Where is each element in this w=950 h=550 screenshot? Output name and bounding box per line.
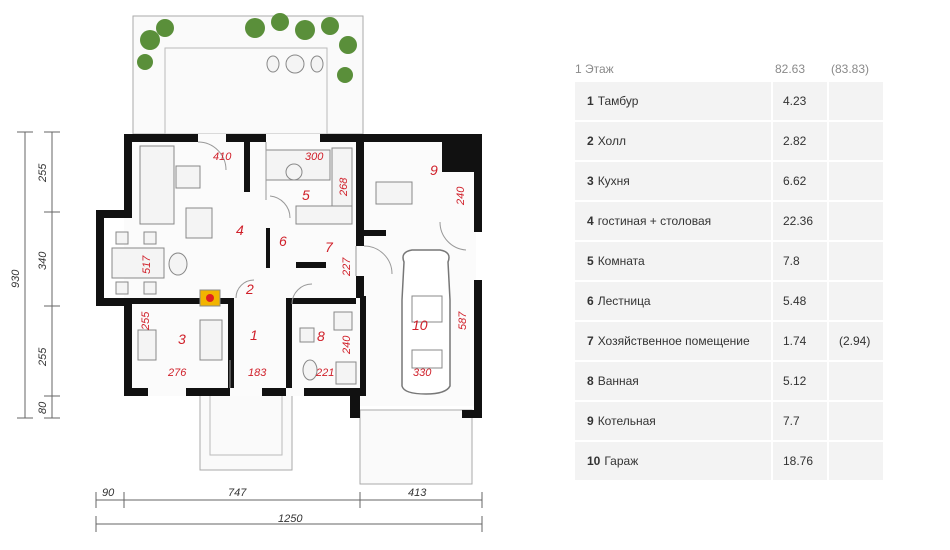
floor-plan: 1 2 3 4 5 6 7 8 9 10 410 300 268 517 255… [10, 13, 483, 532]
room-name: Ванная [597, 374, 639, 388]
room-area: 6.62 [773, 162, 827, 200]
room-name: Котельная [597, 414, 656, 428]
ext-dim-340: 340 [37, 251, 49, 270]
room-area-alt: (2.94) [829, 322, 883, 360]
room-area: 4.23 [773, 82, 827, 120]
furniture [111, 145, 413, 385]
room-area: 18.76 [773, 442, 827, 480]
room-name: Гараж [604, 454, 639, 468]
room-area: 5.12 [773, 362, 827, 400]
room-number-2: 2 [245, 281, 254, 297]
plant-decoration [137, 13, 357, 83]
dimension-lines [17, 131, 483, 532]
car-icon [401, 249, 451, 395]
room-area: 2.82 [773, 122, 827, 160]
room-num: 8 [587, 374, 594, 388]
room-area: 22.36 [773, 202, 827, 240]
ext-dim-747: 747 [228, 487, 247, 499]
floor-area-alt: (83.83) [831, 62, 870, 76]
table-header: 1 Этаж 82.63 (83.83) [575, 58, 887, 80]
driveway [359, 409, 473, 485]
porch [199, 394, 293, 471]
room-area-alt [829, 82, 883, 120]
room-area-alt [829, 202, 883, 240]
ext-dim-255-top: 255 [37, 163, 49, 183]
room-name: Комната [597, 254, 645, 268]
room-area: 5.48 [773, 282, 827, 320]
dim-240-top: 240 [455, 186, 467, 206]
room-num: 9 [587, 414, 594, 428]
room-name: Холл [597, 134, 626, 148]
dim-517: 517 [141, 255, 153, 274]
room-number-3: 3 [178, 331, 186, 347]
room-num: 4 [587, 214, 594, 228]
room-area-alt [829, 282, 883, 320]
dim-227: 227 [341, 257, 353, 277]
room-number-5: 5 [302, 187, 310, 203]
room-name: гостиная + столовая [597, 214, 712, 228]
floor-label: 1 Этаж [575, 62, 614, 76]
ext-dim-1250: 1250 [278, 513, 303, 525]
room-area-alt [829, 162, 883, 200]
room-number-6: 6 [279, 233, 287, 249]
room-name: Тамбур [597, 94, 639, 108]
doors [197, 141, 467, 388]
room-name: Кухня [597, 174, 630, 188]
dim-300: 300 [305, 151, 324, 163]
room-num: 6 [587, 294, 594, 308]
dim-255-inner: 255 [140, 311, 152, 331]
dim-183: 183 [248, 367, 267, 379]
dim-268: 268 [338, 177, 350, 197]
room-name: Хозяйственное помещение [597, 334, 750, 348]
room-num: 7 [587, 334, 594, 348]
ext-dim-80: 80 [37, 401, 49, 414]
room-num: 3 [587, 174, 594, 188]
room-area-alt [829, 442, 883, 480]
room-area-alt [829, 362, 883, 400]
room-num: 1 [587, 94, 594, 108]
room-num: 10 [587, 454, 601, 468]
dim-330: 330 [413, 367, 432, 379]
walls [96, 134, 482, 418]
room-area-alt [829, 122, 883, 160]
dim-276: 276 [167, 367, 187, 379]
room-number-7: 7 [325, 239, 334, 255]
room-number-10: 10 [412, 317, 428, 333]
ext-dim-90: 90 [102, 487, 115, 499]
dim-410: 410 [213, 151, 232, 163]
room-num: 2 [587, 134, 594, 148]
dim-587: 587 [457, 311, 469, 330]
dim-240-bottom: 240 [341, 335, 353, 355]
room-area-alt [829, 242, 883, 280]
room-number-9: 9 [430, 162, 438, 178]
room-number-4: 4 [236, 222, 244, 238]
floor-area: 82.63 [775, 62, 806, 76]
room-area: 7.7 [773, 402, 827, 440]
terrace-table [266, 54, 324, 74]
dim-221: 221 [315, 367, 334, 379]
room-name: Лестница [597, 294, 651, 308]
ext-dim-930: 930 [10, 269, 22, 288]
room-num: 5 [587, 254, 594, 268]
ext-dim-413: 413 [408, 487, 427, 499]
room-area: 1.74 [773, 322, 827, 360]
room-number-1: 1 [250, 327, 258, 343]
room-area-alt [829, 402, 883, 440]
terrace [132, 15, 364, 135]
ext-dim-255-bottom: 255 [37, 347, 49, 367]
room-number-8: 8 [317, 328, 325, 344]
room-area: 7.8 [773, 242, 827, 280]
